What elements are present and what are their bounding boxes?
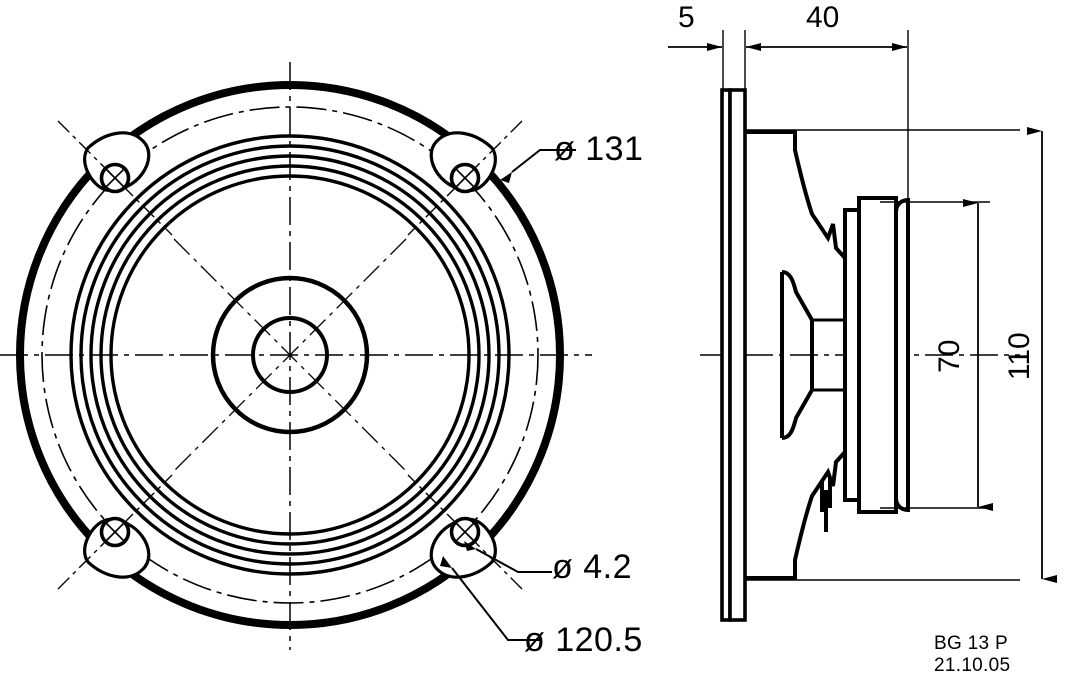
cone-surround-rings: [69, 134, 511, 576]
dust-cap-circle: [210, 275, 370, 435]
label-outer-diameter: ø 131: [554, 130, 644, 168]
side-view: [700, 88, 1020, 622]
leader-outer-diameter: [511, 149, 576, 173]
label-magnet-diameter: 70: [932, 339, 966, 373]
outer-rim-circle: [16, 81, 564, 629]
mounting-flange: [720, 88, 747, 622]
label-overall-diameter: 110: [1002, 332, 1036, 381]
label-bolt-circle-diameter: ø 120.5: [524, 621, 643, 659]
cone-spokes: [173, 238, 407, 472]
surround-ring-3: [89, 154, 491, 556]
title-block-part-number: BG 13 P: [934, 633, 1008, 654]
arrow-outer-diameter: [500, 172, 512, 183]
magnet-back-plate: [843, 208, 861, 502]
cone-inner-lower: [781, 355, 814, 440]
leader-bolt-circle: [451, 567, 540, 641]
surround-ring-1: [69, 134, 511, 576]
arrow-hole-diameter: [464, 541, 476, 551]
basket-profile-upper: [745, 130, 847, 260]
dimension-annotations: [668, 30, 1057, 583]
surround-ring-2: [79, 144, 501, 566]
label-bolt-hole-diameter: ø 4.2: [552, 548, 632, 586]
magnet-front-plate: [894, 197, 910, 513]
title-block-date: 21.10.05: [934, 655, 1011, 676]
basket-profile-lower: [745, 450, 847, 580]
front-view: [0, 62, 592, 650]
voice-coil-circle: [251, 316, 329, 394]
label-mounting-depth: 40: [806, 1, 840, 34]
front-view-leader-arrows: [440, 172, 512, 568]
front-view-centerlines: [0, 62, 592, 650]
spoke-diagonal-2: [173, 238, 407, 472]
front-view-leaders: [451, 149, 576, 641]
flange-plate-body: [728, 88, 747, 622]
magnet-body: [857, 196, 898, 514]
voice-coil-former: [812, 318, 845, 392]
hole-centre-marks: [57, 120, 523, 590]
terminal-tabs: [820, 478, 832, 532]
arrow-bolt-circle: [440, 556, 452, 568]
bolt-circle: [41, 106, 539, 604]
leader-hole-diameter: [475, 548, 552, 573]
label-flange-thickness: 5: [678, 1, 695, 34]
surround-ring-5: [109, 174, 471, 536]
surround-ring-4: [99, 164, 481, 546]
cone-inner-upper: [781, 270, 814, 355]
extension-lines: [722, 30, 1020, 581]
